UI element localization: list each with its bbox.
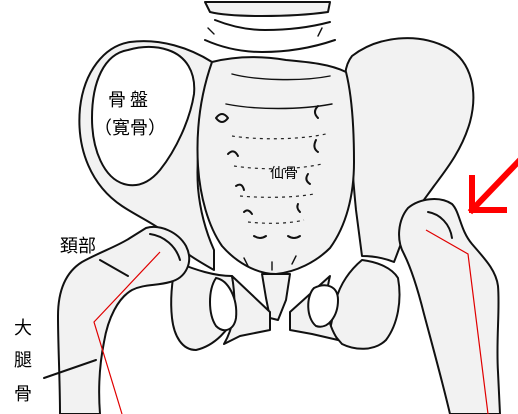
hip-bone-label-line2: （寛骨） [94,118,166,139]
sacrum-label: 仙骨 [270,166,298,182]
femur-label-char-1: 大 [14,318,32,339]
femur-label-char-2: 腿 [14,350,32,371]
hip-bone-label-line1: 骨盤 [108,90,152,111]
right-femur [399,199,500,414]
lumbar-vertebra [205,2,335,52]
neck-label: 頚部 [60,236,96,257]
femur-label-char-3: 骨 [14,384,32,405]
red-arrow-icon [472,162,518,210]
